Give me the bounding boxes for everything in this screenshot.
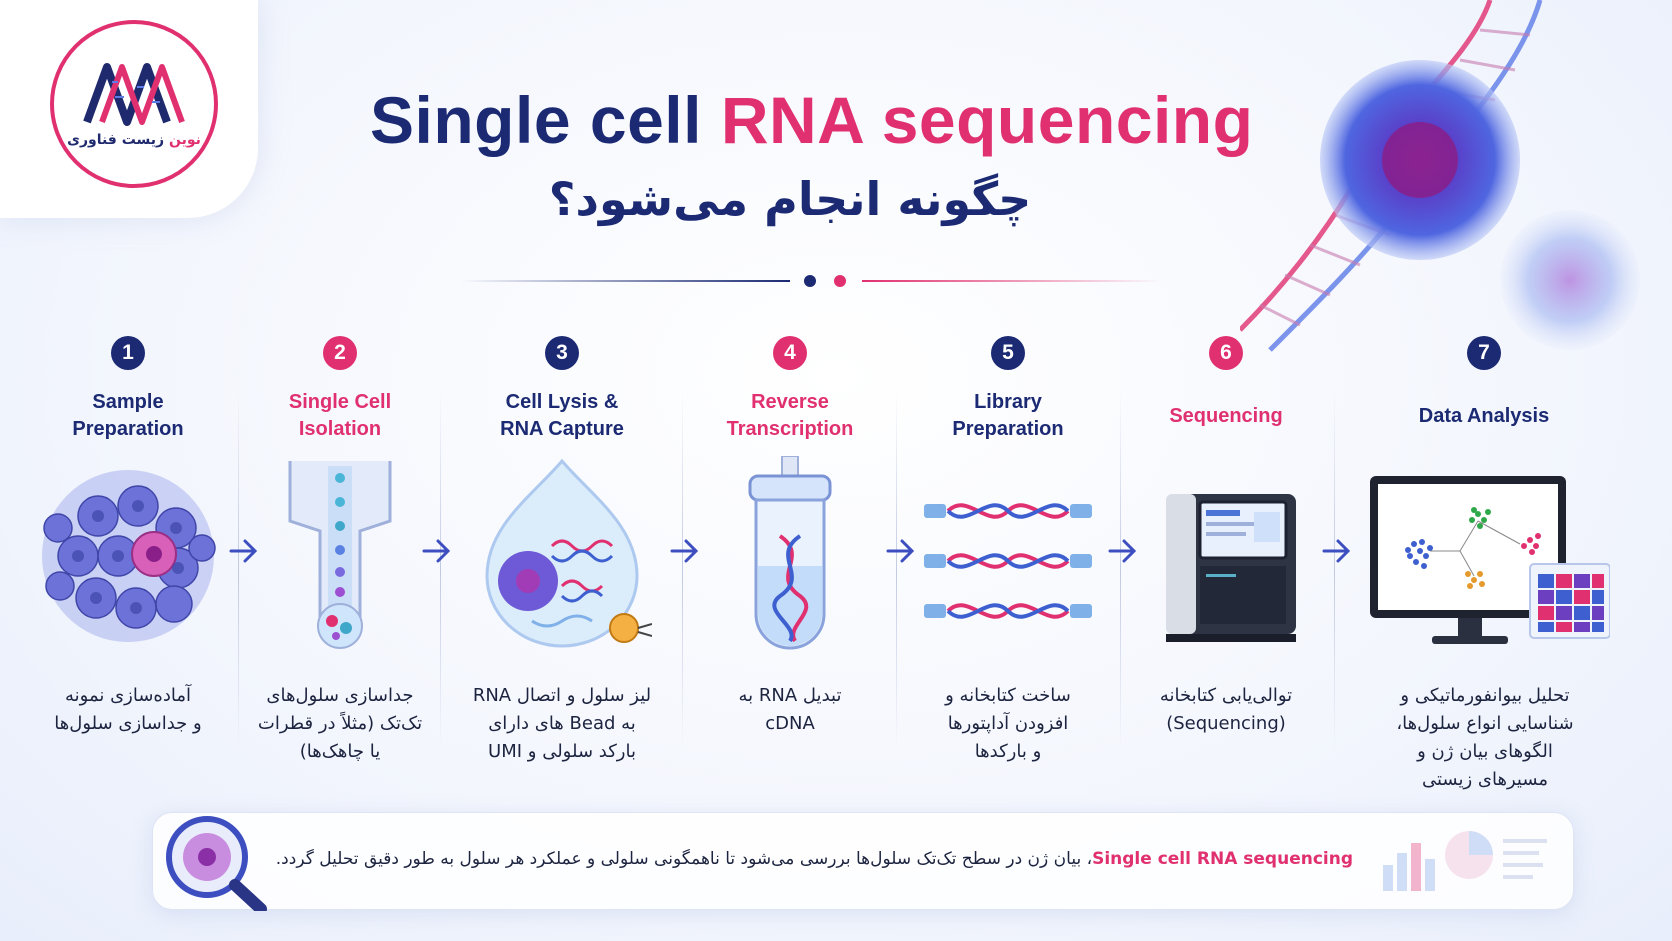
- step-title: Cell Lysis & RNA Capture: [462, 388, 662, 444]
- step-desc-line: تحلیل بیوانفورماتیکی و: [1400, 685, 1570, 706]
- logo-dna-icon: [83, 63, 185, 126]
- step-description: تبدیل RNA به cDNA: [690, 682, 890, 738]
- microfluidic-icon: [288, 461, 392, 649]
- summary-highlight: Single cell RNA sequencing: [1092, 849, 1353, 869]
- step-desc-line: مسیرهای زیستی: [1421, 769, 1549, 790]
- step-description: ساخت کتابخانه و افزودن آداپتورها و بارکد…: [908, 682, 1108, 766]
- step-desc-line: شناسایی انواع سلول‌ها،: [1396, 713, 1574, 734]
- step-title: Sequencing: [1126, 388, 1326, 444]
- step-desc-line: تک‌تک (مثلاً در قطرات: [257, 713, 423, 734]
- step-description: تحلیل بیوانفورماتیکی و شناسایی انواع سلو…: [1370, 682, 1600, 794]
- column-separator: [1334, 390, 1335, 750]
- page-subtitle: چگونه انجام می‌شود؟: [548, 172, 1032, 226]
- step-desc-line: به Bead های دارای: [488, 713, 636, 734]
- step-desc-line: و بارکدها: [974, 741, 1042, 762]
- step-2: 2 Single Cell Isolation جداسازی سلول‌های…: [240, 336, 440, 762]
- background-dna-helix-icon: [1240, 0, 1640, 352]
- step-desc-line: و جداسازی سلول‌ها: [54, 713, 202, 734]
- step-1: 1 Sample Preparation آماده‌سازی نمونه و …: [28, 336, 228, 734]
- step-number: 6: [1209, 336, 1243, 370]
- arrow-right-icon: [229, 539, 258, 563]
- step-3: 3 Cell Lysis & RNA Capture لیز سلول و ات…: [462, 336, 662, 762]
- monitor-analysis-icon: [1370, 476, 1610, 644]
- step-number: 7: [1467, 336, 1501, 370]
- step-number: 1: [111, 336, 145, 370]
- step-title-line: Preparation: [952, 418, 1064, 440]
- step-title-line: RNA Capture: [500, 418, 624, 440]
- arrow-right-icon: [1108, 539, 1137, 563]
- step-desc-line: جداسازی سلول‌های: [266, 685, 414, 706]
- step-title-line: Sequencing: [1169, 404, 1283, 427]
- summary-banner: Single cell RNA sequencing، بیان ژن در س…: [152, 812, 1574, 911]
- divider-dot-pink: [834, 275, 846, 287]
- column-separator: [238, 390, 239, 750]
- arrow-right-icon: [670, 539, 699, 563]
- logo-text-pink: نوین: [168, 132, 201, 148]
- step-5: 5 Library Preparation ساخت کتابخانه و اف…: [908, 336, 1108, 762]
- step-title-line: Data Analysis: [1418, 404, 1550, 427]
- step-desc-line: توالی‌یابی کتابخانه: [1159, 685, 1293, 706]
- step-desc-line: لیز سلول و اتصال RNA: [472, 685, 652, 706]
- title-part-navy: Single cell: [370, 83, 702, 157]
- chart-decoration-icon: [1383, 831, 1547, 891]
- step-title: Library Preparation: [908, 388, 1108, 444]
- sequencer-icon: [1166, 494, 1296, 642]
- dna-strands-icon: [924, 503, 1092, 619]
- logo-text-navy: زیست فناوری: [67, 132, 165, 148]
- logo-panel: نوین زیست فناوری: [0, 0, 258, 218]
- page-title: Single cell RNA sequencing: [370, 82, 1253, 158]
- step-desc-line: cDNA: [765, 713, 815, 734]
- step-desc-line: آماده‌سازی نمونه: [64, 685, 192, 706]
- logo: نوین زیست فناوری: [50, 20, 218, 188]
- step-desc-line: ساخت کتابخانه و: [945, 685, 1071, 706]
- step-title-line: Single Cell: [288, 391, 392, 413]
- summary-text: Single cell RNA sequencing، بیان ژن در س…: [273, 849, 1353, 869]
- column-separator: [896, 390, 897, 750]
- step-title: Single Cell Isolation: [240, 388, 440, 444]
- cell-cluster-icon: [42, 470, 216, 642]
- logo-text: نوین زیست فناوری: [54, 132, 214, 148]
- step-number: 5: [991, 336, 1025, 370]
- step-title-line: Cell Lysis &: [505, 391, 619, 413]
- step-desc-line: بارکد سلولی و UMI: [488, 741, 636, 762]
- column-separator: [440, 390, 441, 750]
- arrow-right-icon: [1322, 539, 1351, 563]
- step-desc-line: افزودن آداپتورها: [947, 713, 1069, 734]
- step-7: 7 Data Analysis: [1370, 336, 1610, 790]
- step-description: جداسازی سلول‌های تک‌تک (مثلاً در قطرات ی…: [240, 682, 440, 766]
- step-desc-line: یا چاهک‌ها): [299, 741, 381, 762]
- title-part-pink: RNA sequencing: [720, 83, 1254, 157]
- step-description: توالی‌یابی کتابخانه (Sequencing): [1126, 682, 1326, 738]
- column-separator: [1120, 390, 1121, 750]
- arrow-right-icon: [886, 539, 915, 563]
- step-title: Sample Preparation: [28, 388, 228, 444]
- arrow-right-icon: [422, 539, 451, 563]
- step-6: 6 Sequencing توالی‌یابی کتابخانه (Sequen…: [1126, 336, 1326, 734]
- step-4: 4 Reverse Transcription تبدیل RNA به cDN…: [690, 336, 890, 734]
- step-number: 2: [323, 336, 357, 370]
- step-desc-line: (Sequencing): [1166, 713, 1286, 734]
- step-title-line: Reverse: [751, 391, 829, 413]
- column-separator: [682, 390, 683, 750]
- step-description: لیز سلول و اتصال RNA به Bead های دارای ب…: [462, 682, 662, 766]
- summary-body: ، بیان ژن در سطح تک‌تک سلول‌ها بررسی می‌…: [275, 849, 1093, 869]
- step-title-line: Library: [974, 391, 1042, 413]
- step-title-line: Transcription: [726, 418, 854, 440]
- step-title-line: Sample: [92, 391, 164, 413]
- test-tube-icon: [748, 456, 832, 650]
- step-title-line: Preparation: [72, 418, 184, 440]
- droplet-bead-icon: [485, 458, 652, 648]
- magnifier-cell-icon: [166, 816, 267, 911]
- step-title: Data Analysis: [1384, 388, 1584, 444]
- title-divider-left: [460, 280, 790, 282]
- step-number: 4: [773, 336, 807, 370]
- step-title: Reverse Transcription: [690, 388, 890, 444]
- title-divider-right: [862, 280, 1162, 282]
- step-title-line: Isolation: [298, 418, 382, 440]
- step-number: 3: [545, 336, 579, 370]
- divider-dot-navy: [804, 275, 816, 287]
- step-description: آماده‌سازی نمونه و جداسازی سلول‌ها: [28, 682, 228, 738]
- step-desc-line: تبدیل RNA به: [738, 685, 842, 706]
- step-desc-line: الگوهای بیان ژن و: [1417, 741, 1553, 762]
